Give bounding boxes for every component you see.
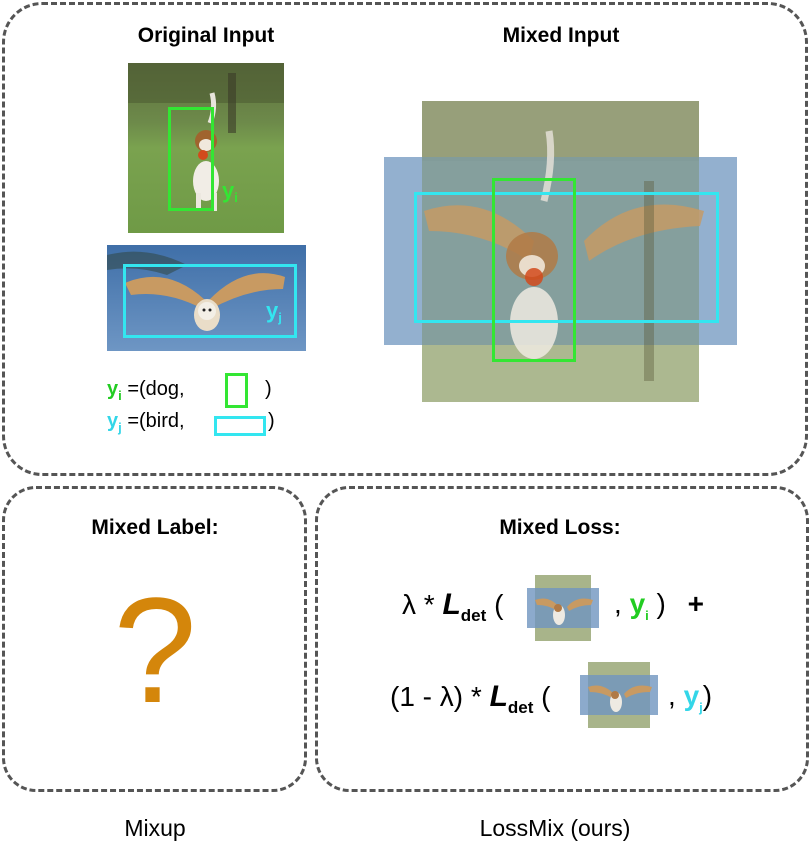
- bird-label-equation: yj =(bird,: [107, 410, 185, 435]
- dog-label-equation: yi =(dog,: [107, 378, 185, 403]
- loss-term-2: (1 - λ) * Ldet (: [390, 680, 551, 717]
- mixed-owl-bounding-box: [414, 192, 719, 323]
- original-input-title: Original Input: [137, 24, 275, 47]
- mixed-image: [384, 101, 737, 402]
- mixup-caption: Mixup: [124, 815, 186, 841]
- lossmix-panel: [315, 486, 809, 792]
- mixed-label-title: Mixed Label:: [91, 516, 219, 539]
- mixed-photo-icon: [384, 101, 737, 402]
- mixed-thumbnail-1: [527, 575, 599, 641]
- bird-box-glyph: [214, 416, 266, 436]
- mixed-photo-icon: [527, 575, 599, 641]
- mixup-panel: [2, 486, 307, 792]
- mixed-input-title: Mixed Input: [502, 24, 620, 47]
- mixed-loss-title: Mixed Loss:: [499, 516, 621, 539]
- mixed-thumbnail-2: [580, 662, 658, 728]
- dog-label-close: ): [265, 378, 272, 400]
- dog-bounding-box: [168, 107, 214, 211]
- owl-photo-icon: [107, 245, 306, 351]
- lossmix-caption: LossMix (ours): [479, 815, 631, 841]
- mixed-photo-icon: [580, 662, 658, 728]
- bird-label-close: ): [268, 410, 275, 432]
- loss-term-1-target: , yi ) +: [614, 588, 705, 623]
- top-panel: [2, 2, 808, 476]
- owl-label-yj: yj: [266, 298, 282, 325]
- owl-bounding-box: [123, 264, 297, 338]
- mixed-dog-bounding-box: [492, 178, 576, 362]
- dog-box-glyph: [225, 373, 248, 408]
- loss-term-2-target: , yj): [668, 680, 713, 715]
- loss-term-1: λ * Ldet (: [402, 588, 504, 625]
- owl-image: [107, 245, 306, 351]
- dog-label-yi: yi: [222, 178, 238, 205]
- question-mark: ?: [113, 566, 197, 734]
